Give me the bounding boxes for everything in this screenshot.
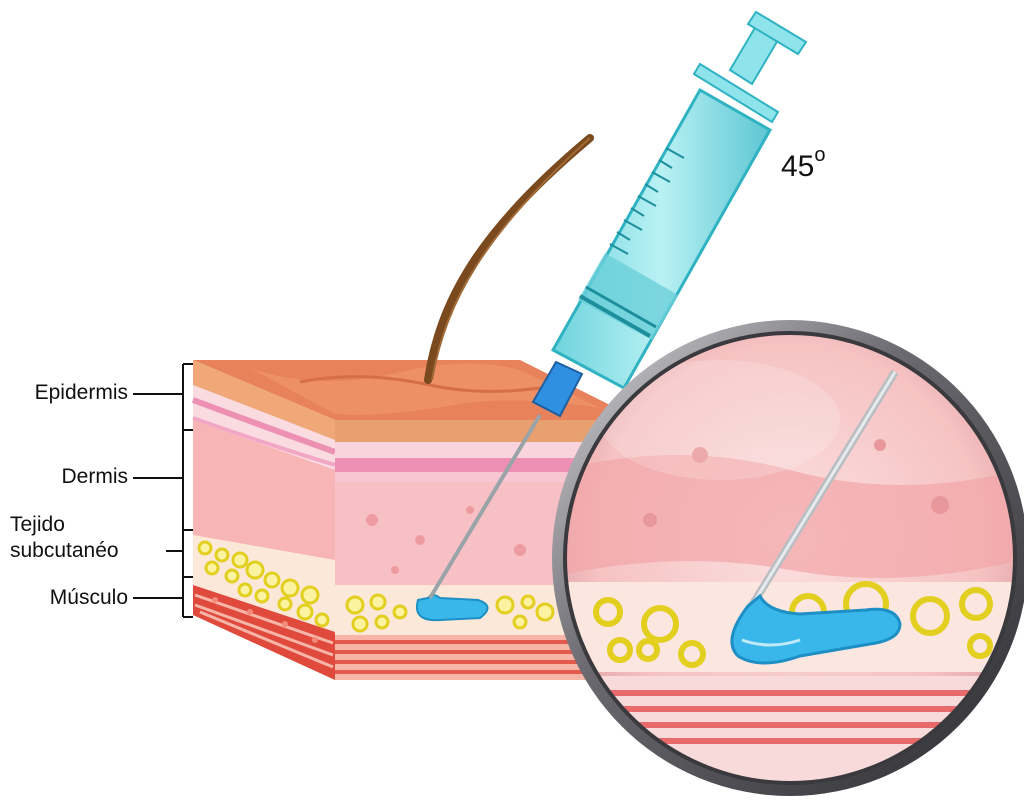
label-tejido-line1: Tejido xyxy=(10,513,65,537)
magnifier xyxy=(552,320,1024,796)
label-musculo: Músculo xyxy=(10,586,128,610)
angle-value: 45 xyxy=(781,150,814,183)
layer-brackets xyxy=(133,364,193,617)
angle-label: 45o xyxy=(781,148,826,184)
angle-degree-symbol: o xyxy=(814,144,825,166)
label-dermis: Dermis xyxy=(10,465,128,489)
label-tejido-line2: subcutanéo xyxy=(10,539,119,563)
label-epidermis: Epidermis xyxy=(10,381,128,405)
